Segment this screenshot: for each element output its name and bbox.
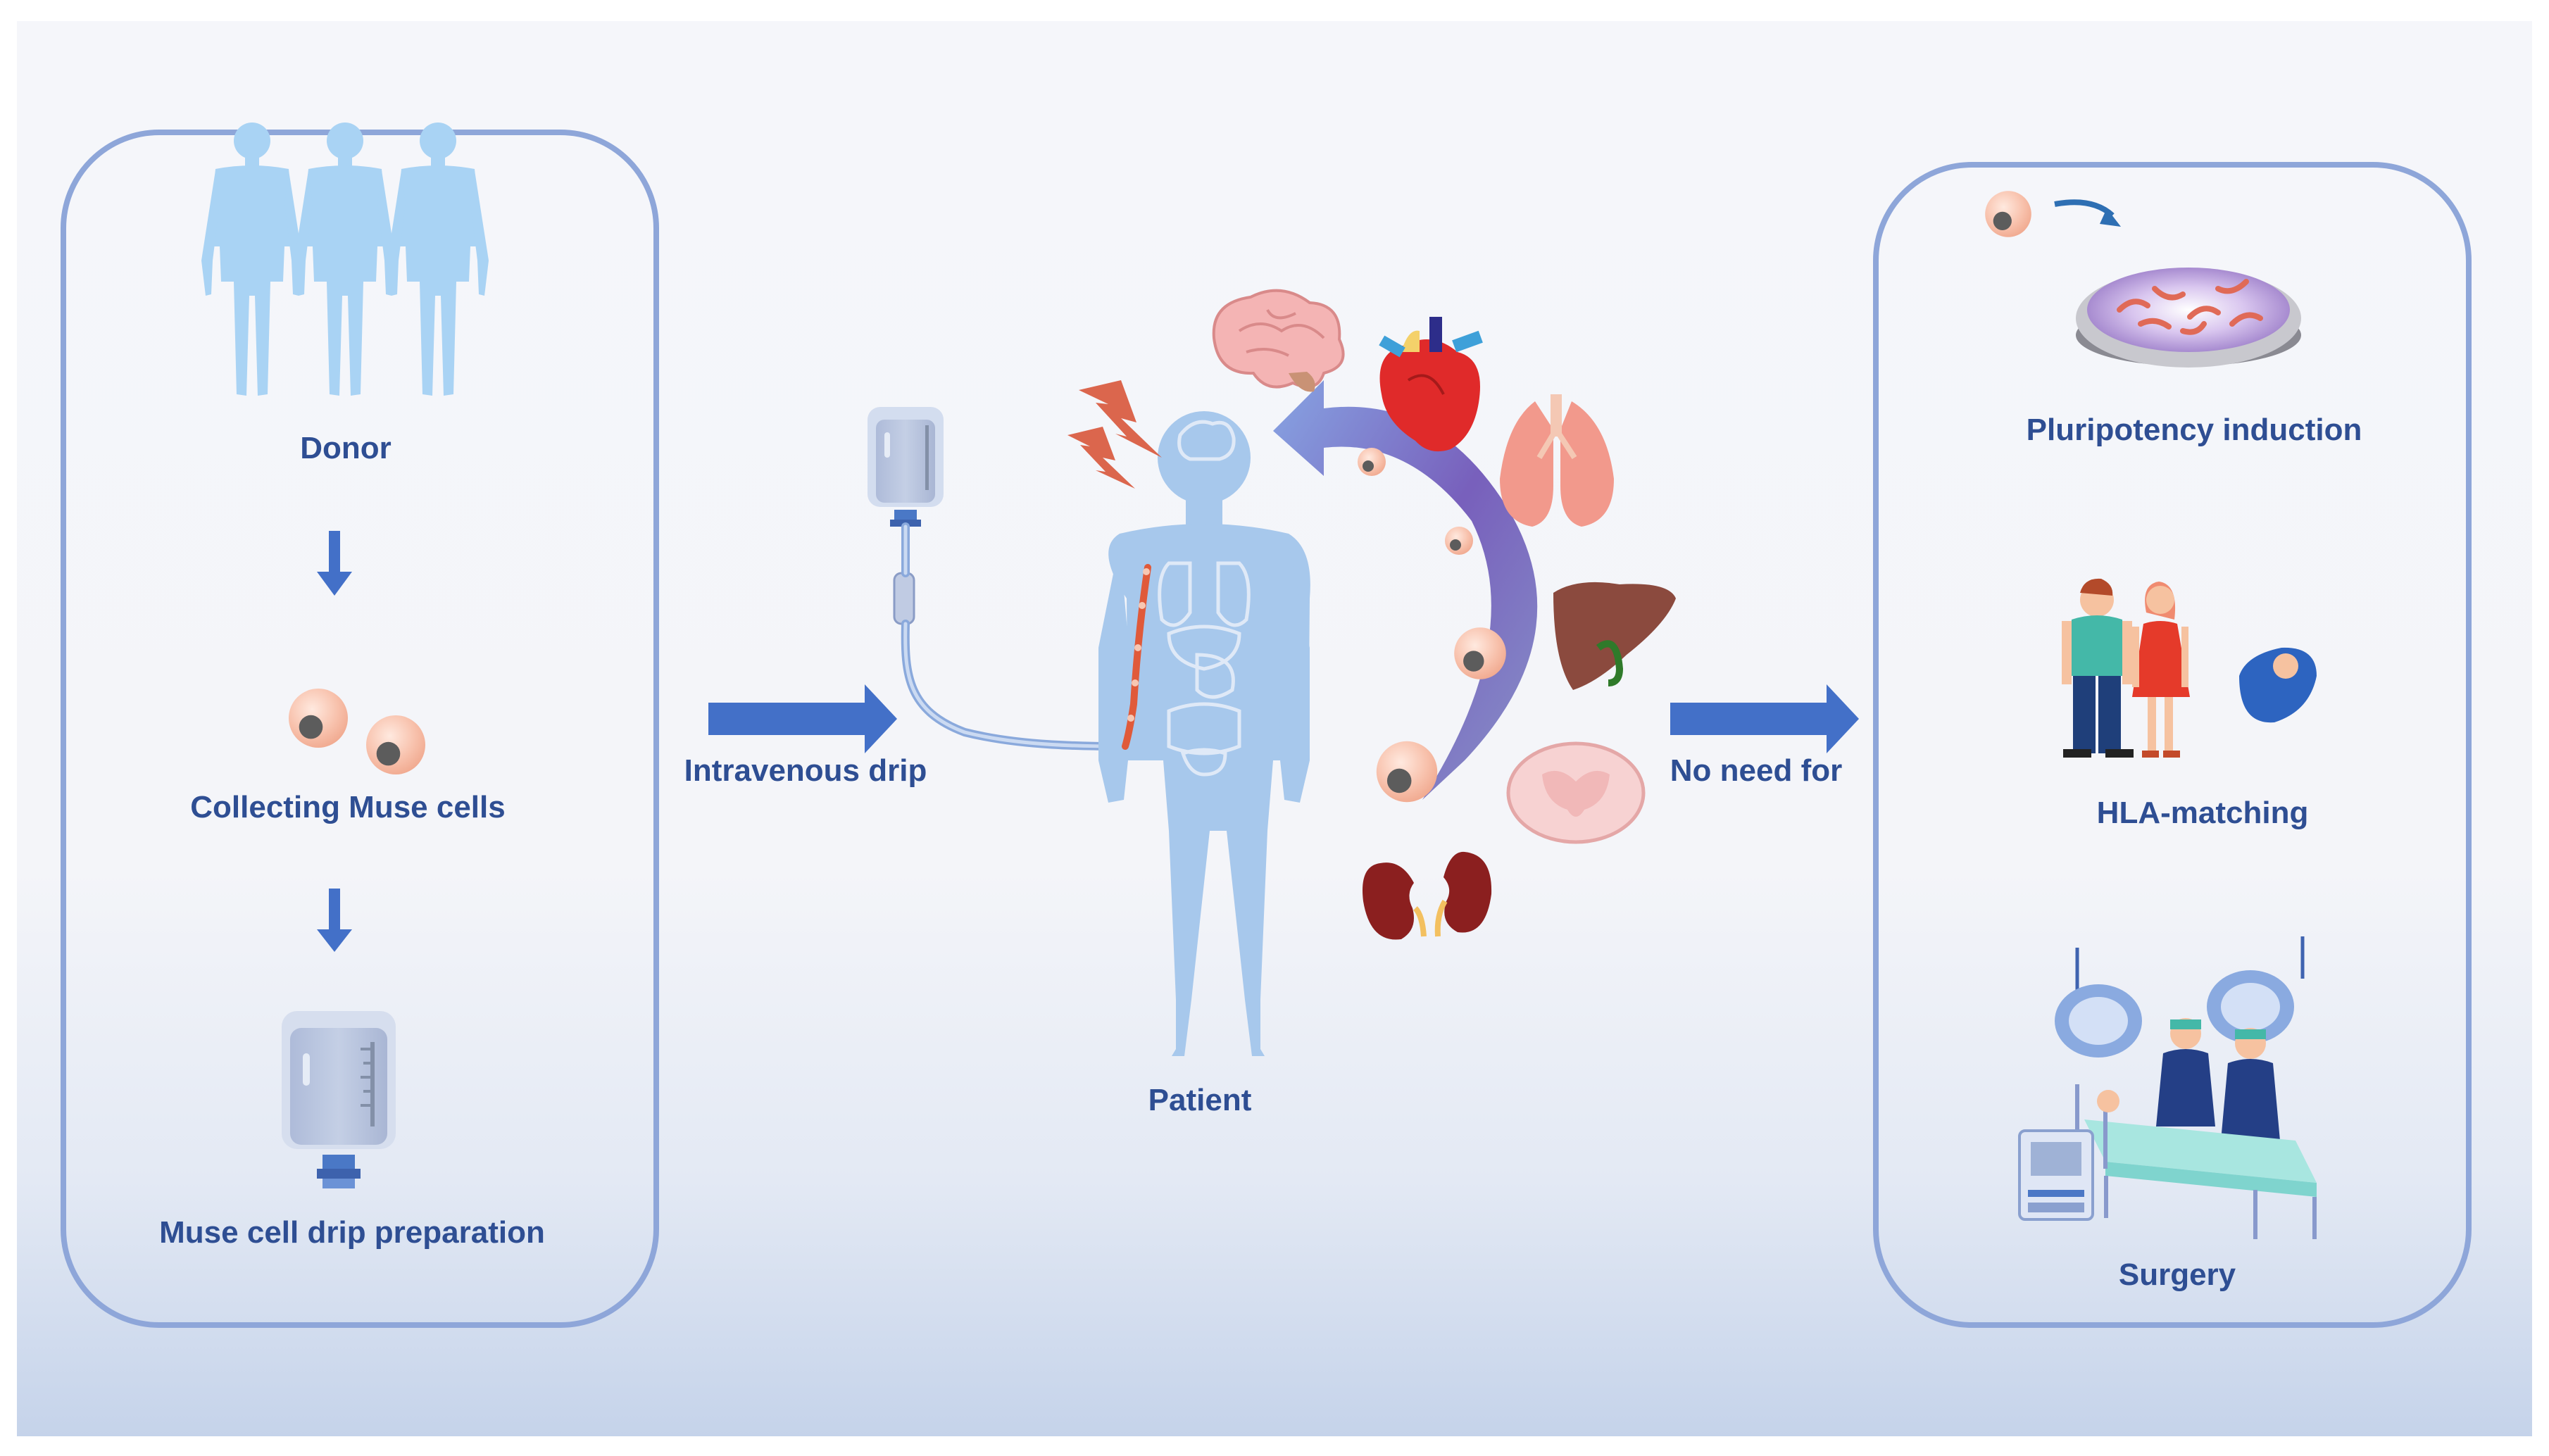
right-arrow-icon — [1670, 684, 1859, 753]
drip-preparation-label: Muse cell drip preparation — [159, 1215, 545, 1250]
kidneys-icon — [1363, 851, 1492, 940]
patient-hla-icon — [2239, 647, 2317, 723]
man-figure-icon — [2062, 578, 2134, 758]
patient-label: Patient — [1148, 1083, 1252, 1117]
donor-figures-icon — [201, 123, 489, 396]
collecting-muse-cells-label: Collecting Muse cells — [190, 790, 506, 824]
migrating-cell-icon — [1445, 527, 1473, 555]
donor-label: Donor — [300, 431, 392, 465]
migrating-cell-icon — [1358, 448, 1386, 476]
spinal-cord-icon — [1506, 741, 1646, 844]
patient-organs-outline-icon — [1158, 561, 1251, 777]
down-arrow-icon — [317, 531, 352, 596]
small-cell-icon — [1985, 191, 2031, 237]
pluripotency-induction-label: Pluripotency induction — [2026, 413, 2362, 447]
liver-icon — [1553, 582, 1676, 690]
petri-dish-icon — [2076, 268, 2301, 368]
heart-icon — [1379, 317, 1483, 452]
curved-arrow-icon — [2054, 199, 2121, 227]
iv-bag-icon — [868, 407, 1138, 751]
no-need-for-label: No need for — [1670, 753, 1843, 788]
migration-arrow-icon — [1273, 380, 1538, 800]
down-arrow-icon — [317, 889, 352, 952]
lightning-icon — [1067, 380, 1162, 489]
intravenous-drip-label: Intravenous drip — [684, 753, 927, 788]
vein-icon — [1122, 564, 1151, 750]
surgery-scene-icon — [2018, 936, 2317, 1239]
patient-brain-outline-icon — [1177, 420, 1236, 461]
surgery-label: Surgery — [2118, 1257, 2236, 1292]
brain-icon — [1212, 289, 1345, 392]
muse-cells-icon — [289, 689, 425, 774]
migrating-cell-icon — [1454, 627, 1506, 679]
right-panel — [1873, 162, 2472, 1328]
drip-bag-icon — [282, 1011, 396, 1188]
migrating-cell-icon — [1376, 741, 1438, 803]
lungs-icon — [1500, 394, 1614, 527]
hla-matching-label: HLA-matching — [2096, 796, 2309, 830]
right-arrow-icon — [708, 684, 897, 753]
woman-figure-icon — [2132, 582, 2190, 758]
